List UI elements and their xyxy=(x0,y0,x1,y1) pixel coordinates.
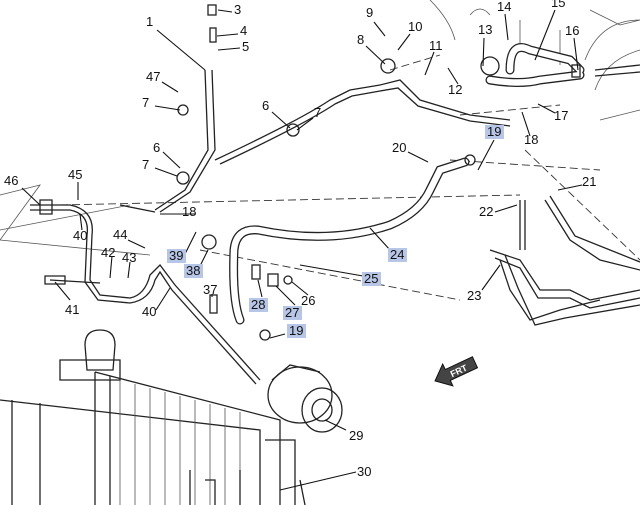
callout-28: 28 xyxy=(251,297,265,312)
callout-37: 37 xyxy=(203,282,217,297)
callout-16: 16 xyxy=(565,23,579,38)
suction-hose-24 xyxy=(229,157,470,325)
callout-7: 7 xyxy=(142,95,149,110)
callout-40: 40 xyxy=(142,304,156,319)
callout-41: 41 xyxy=(65,302,79,317)
callout-10: 10 xyxy=(408,19,422,34)
callout-7: 7 xyxy=(314,105,321,120)
callout-44: 44 xyxy=(113,227,127,242)
leader-lines xyxy=(21,9,583,491)
callout-11: 11 xyxy=(429,38,443,53)
callout-23: 23 xyxy=(467,288,481,303)
callout-22: 22 xyxy=(479,204,493,219)
callout-8: 8 xyxy=(357,32,364,47)
callout-42: 42 xyxy=(101,245,115,260)
callout-17: 17 xyxy=(554,108,568,123)
callout-46: 46 xyxy=(4,173,18,188)
callout-45: 45 xyxy=(68,167,82,182)
callout-19: 19 xyxy=(289,323,303,338)
callout-47: 47 xyxy=(146,69,160,84)
callout-5: 5 xyxy=(242,39,249,54)
callout-9: 9 xyxy=(366,5,373,20)
callout-29: 29 xyxy=(349,428,363,443)
callout-18: 18 xyxy=(182,204,196,219)
fittings xyxy=(39,4,581,341)
callout-3: 3 xyxy=(234,2,241,17)
callout-30: 30 xyxy=(357,464,371,479)
callout-labels: 1 3 4 5 47 7 6 7 6 7 46 45 40 44 42 43 4… xyxy=(4,0,596,479)
assembly-lines xyxy=(59,54,640,301)
ac-compressor-29 xyxy=(267,364,343,433)
callout-4: 4 xyxy=(240,23,247,38)
callout-27: 27 xyxy=(285,305,299,320)
callout-6: 6 xyxy=(153,140,160,155)
callout-40: 40 xyxy=(73,228,87,243)
callout-25: 25 xyxy=(364,271,378,286)
callout-21: 21 xyxy=(582,174,596,189)
callout-19: 19 xyxy=(487,124,501,139)
callout-24: 24 xyxy=(390,247,404,262)
callout-1: 1 xyxy=(146,14,153,29)
callout-6: 6 xyxy=(262,98,269,113)
callout-20: 20 xyxy=(392,140,406,155)
callout-12: 12 xyxy=(448,82,462,97)
callout-38: 38 xyxy=(186,263,200,278)
callout-39: 39 xyxy=(169,248,183,263)
front-direction-arrow: FRT xyxy=(434,356,479,387)
callout-43: 43 xyxy=(122,250,136,265)
callout-13: 13 xyxy=(478,22,492,37)
callout-26: 26 xyxy=(301,293,315,308)
rear-lines xyxy=(485,43,640,326)
callout-15: 15 xyxy=(551,0,565,10)
liquid-line xyxy=(119,69,511,213)
callout-18: 18 xyxy=(524,132,538,147)
condenser-radiator xyxy=(0,329,306,505)
line-45 xyxy=(30,204,261,385)
vehicle-body-outline xyxy=(0,0,640,256)
callout-7: 7 xyxy=(142,157,149,172)
callout-14: 14 xyxy=(497,0,511,14)
